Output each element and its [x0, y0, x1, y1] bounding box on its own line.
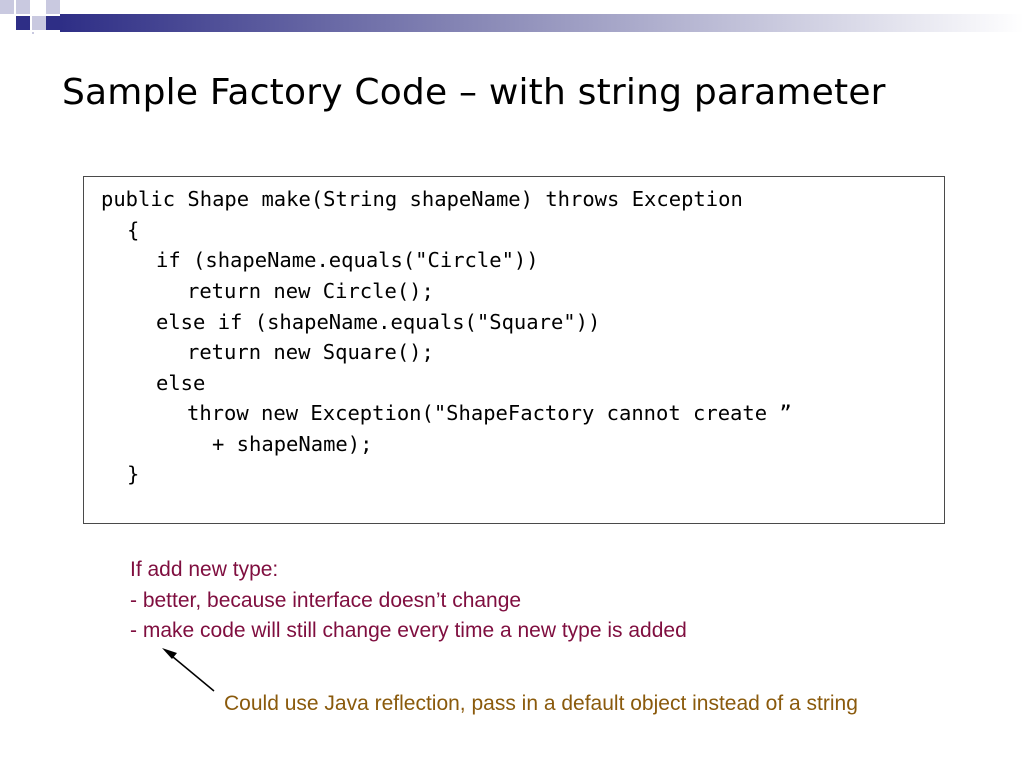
note-line: If add new type: — [130, 558, 279, 581]
code-line: else if (shapeName.equals("Square")) — [156, 310, 601, 334]
reflection-note: Could use Java reflection, pass in a def… — [224, 692, 858, 715]
code-line: + shapeName); — [212, 432, 373, 456]
code-line: return new Circle(); — [187, 279, 434, 303]
slide-title: Sample Factory Code – with string parame… — [62, 72, 886, 113]
code-line: } — [127, 462, 140, 486]
header-decoration — [0, 0, 1024, 34]
code-block: public Shape make(String shapeName) thro… — [83, 176, 945, 524]
note-line: - make code will still change every time… — [130, 619, 687, 642]
notes-text: If add new type: - better, because inter… — [130, 555, 687, 647]
code-line: else — [156, 371, 206, 395]
code-line: return new Square(); — [187, 340, 434, 364]
code-line: { — [127, 218, 140, 242]
note-line: - better, because interface doesn’t chan… — [130, 588, 522, 612]
code-line: if (shapeName.equals("Circle")) — [156, 248, 539, 272]
code-line: public Shape make(String shapeName) thro… — [101, 187, 743, 211]
code-line: throw new Exception("ShapeFactory cannot… — [187, 401, 792, 425]
